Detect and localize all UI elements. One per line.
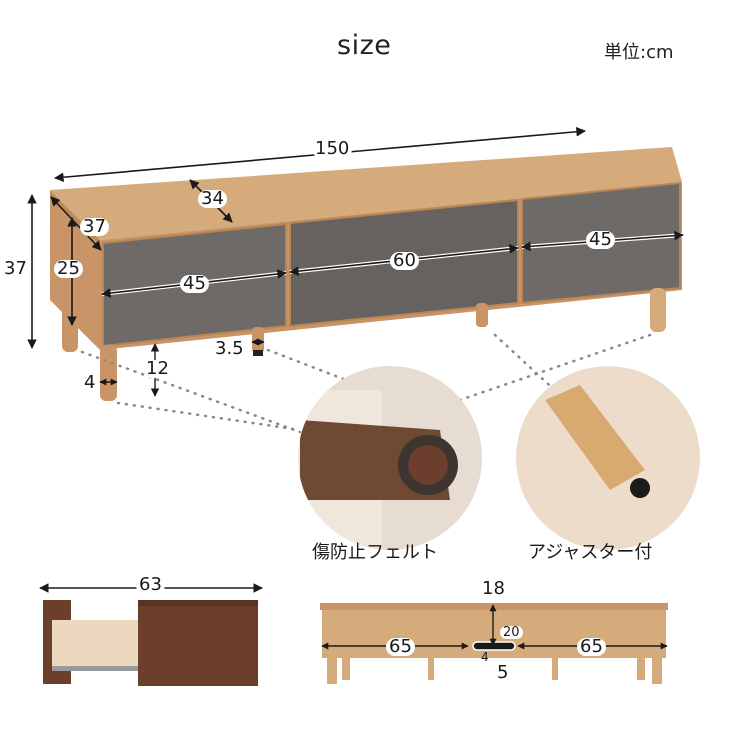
- adjuster-detail-image: [516, 366, 700, 550]
- dim-cable-hole-height: 4: [481, 650, 489, 664]
- callout-leader-lines: [80, 333, 652, 434]
- adjuster-caption: アジャスター付: [528, 542, 653, 563]
- unit-label: 単位:cm: [604, 42, 674, 63]
- dim-back-left-span: 65: [386, 638, 415, 656]
- dim-body-height: 25: [54, 260, 83, 278]
- felt-pad-caption: 傷防止フェルト: [312, 542, 438, 563]
- drawer-side-view: [39, 583, 263, 686]
- dim-center-drawer-width: 60: [390, 252, 419, 270]
- back-view: [320, 603, 668, 684]
- dim-cable-hole-from-top: 18: [482, 578, 505, 599]
- leg: [100, 345, 117, 401]
- dim-drawer-depth: 63: [136, 576, 165, 594]
- dim-floor-clearance: 12: [143, 360, 172, 378]
- leg: [253, 350, 263, 356]
- felt-pad-detail-image: [298, 366, 482, 550]
- dim-leg-diameter: 4: [84, 372, 96, 393]
- diagram-title: size: [337, 30, 392, 61]
- dim-back-right-span: 65: [577, 638, 606, 656]
- dim-cable-hole-bottom-offset: 5: [497, 662, 509, 683]
- leg: [62, 300, 78, 352]
- dim-total-height: 37: [4, 258, 27, 279]
- dim-side-depth: 37: [80, 218, 109, 236]
- dim-total-width: 150: [312, 140, 353, 158]
- dim-right-drawer-width: 45: [586, 231, 615, 249]
- dim-top-depth: 34: [198, 190, 227, 208]
- dim-cable-hole-width: 20: [500, 626, 523, 639]
- leg: [650, 288, 666, 332]
- dim-left-drawer-width: 45: [180, 275, 209, 293]
- dim-adjuster-height: 3.5: [215, 338, 244, 359]
- leg: [476, 303, 488, 327]
- leg: [252, 327, 264, 353]
